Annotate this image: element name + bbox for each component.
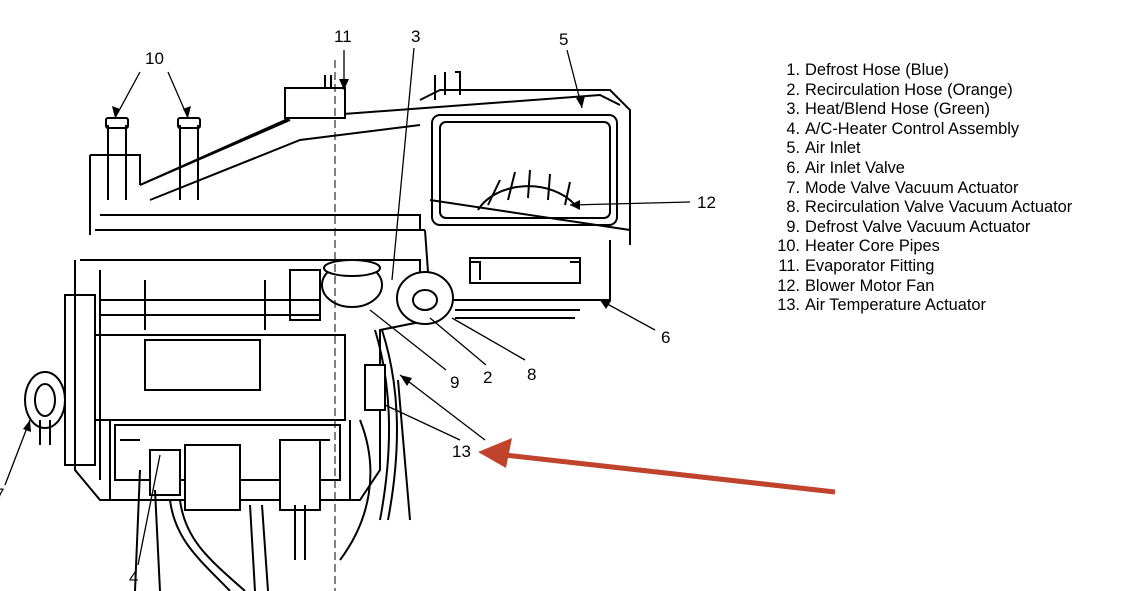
legend-item: 13.Air Temperature Actuator [777, 296, 986, 315]
callout-2: 2 [483, 368, 492, 387]
legend-item: 10.Heater Core Pipes [777, 237, 940, 256]
legend-item: 1.Defrost Hose (Blue) [786, 61, 949, 79]
leader-4 [137, 454, 161, 566]
hvac-housing-drawing [24, 60, 631, 591]
legend-item: 5.Air Inlet [786, 139, 861, 158]
legend-item: 6.Air Inlet Valve [786, 158, 905, 177]
heater-core-pipe-left [107, 125, 127, 200]
legend-item: 3.Heat/Blend Hose (Green) [786, 100, 990, 119]
callout-8: 8 [527, 365, 536, 384]
leader-2 [429, 317, 487, 366]
callout-10: 10 [145, 49, 164, 68]
leader-6 [599, 299, 656, 331]
leader-lines [4, 47, 691, 566]
legend-item: 12.Blower Motor Fan [777, 276, 935, 295]
leader-12 [569, 201, 691, 206]
callout-numbers: 10 11 3 5 12 6 9 2 8 13 4 7 [0, 27, 716, 587]
control-assembly [184, 444, 241, 511]
parts-legend: 1.Defrost Hose (Blue) 2.Recirculation Ho… [772, 61, 1072, 316]
leader-3 [391, 47, 415, 281]
callout-9: 9 [450, 373, 459, 392]
legend-item: 9.Defrost Valve Vacuum Actuator [786, 217, 1031, 236]
callout-7: 7 [0, 485, 4, 504]
legend-item: 11.Evaporator Fitting [778, 256, 935, 275]
leader-7 [4, 419, 31, 486]
callout-13: 13 [452, 442, 471, 461]
blower-fan [477, 185, 576, 211]
leader-9 [369, 309, 447, 371]
legend-item: 2.Recirculation Hose (Orange) [786, 80, 1013, 99]
legend-item: 8.Recirculation Valve Vacuum Actuator [786, 198, 1073, 217]
leader-13b [384, 404, 461, 441]
callout-6: 6 [661, 328, 670, 347]
evaporator-fitting [284, 87, 346, 119]
callout-12: 12 [697, 193, 716, 212]
recirculation-valve-actuator [396, 271, 454, 325]
leader-arrowheads [23, 79, 611, 432]
leader-8 [451, 317, 526, 361]
callout-4: 4 [129, 568, 138, 587]
callout-3: 3 [411, 27, 420, 46]
highlight-arrow [478, 438, 836, 495]
callout-11: 11 [334, 27, 352, 46]
callout-5: 5 [559, 30, 568, 49]
legend-item: 7.Mode Valve Vacuum Actuator [786, 178, 1019, 197]
legend-item: 4.A/C-Heater Control Assembly [786, 119, 1020, 138]
leader-13a [399, 374, 486, 441]
